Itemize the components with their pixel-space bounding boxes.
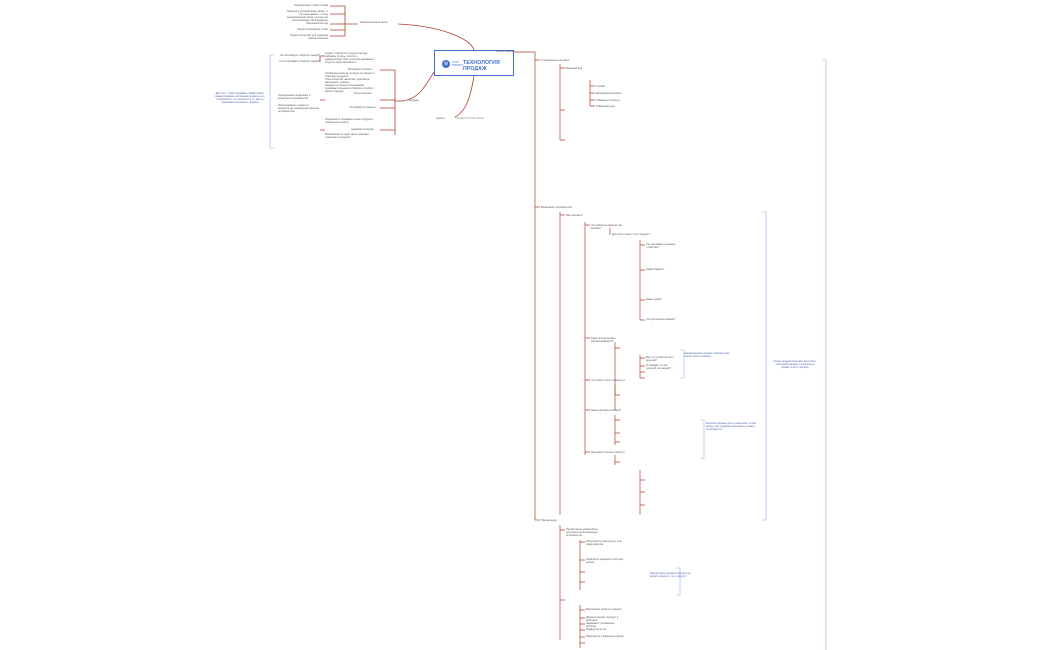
left-types-a2[interactable]: Каждый тип клиента по-разному принимает … (325, 84, 374, 94)
stage-1-item-3[interactable]: Уважение к клиенту (596, 99, 620, 102)
stage-2-item-8[interactable]: Какие альтернативы рассматриваются? (591, 337, 616, 344)
left-price-title[interactable]: Ценовая политика (351, 128, 374, 131)
stage-2-item-9[interactable]: Был ли у клиента опыт покупки? (646, 356, 674, 363)
stage-2-item-4[interactable]: Кто принимает решение о покупке? (646, 243, 676, 250)
left-needs-a1[interactable]: Определение первичных и вторичных потреб… (278, 94, 311, 101)
stage-3-item-4[interactable]: Вовлекайте клиента в диалог (586, 608, 622, 611)
stage-2-item-5[interactable]: Какой бюджет? (646, 268, 665, 271)
logo-icon: ⊕ (442, 60, 450, 68)
branch-bottom-line (454, 75, 475, 118)
left-types-title[interactable]: Типы клиентов (353, 92, 372, 95)
left-note: Для того, чтобы продавать эффективно, ва… (215, 92, 265, 105)
top-item-1[interactable]: Преодоление страха отказа (294, 4, 328, 7)
stage-2-item-3[interactable]: Для чего клиенту этот продукт? (612, 233, 651, 236)
stage-3-item-7[interactable]: Подводите итоги (586, 628, 607, 631)
branch-left[interactable]: Продажи (408, 99, 419, 102)
top-item-3[interactable]: Уверенный взгляд (306, 22, 328, 25)
left-needs-title[interactable]: Потребности клиента (349, 106, 376, 109)
stage-3-item-6[interactable]: Задавайте уточняющие вопросы (586, 622, 615, 629)
stage-3-title[interactable]: Презентация (541, 519, 557, 522)
logo-text: СИТИ ТРЕНИНГ (452, 61, 464, 67)
left-needs-a2[interactable]: Использование открытых вопросов для выяв… (278, 104, 320, 114)
left-motivation-a2[interactable]: Проблемы клиента, которые он решает с по… (325, 72, 375, 79)
branch-bottom[interactable]: Цитаты (436, 117, 445, 120)
stage-2-item-7[interactable]: Что для клиента важно? (646, 318, 676, 321)
stage-1-item-2[interactable]: Доброжелательность (596, 92, 622, 95)
central-topic[interactable]: ⊕ СИТИ ТРЕНИНГ ТЕХНОЛОГИЯ ПРОДАЖ (434, 50, 514, 76)
stage-2-item-12[interactable]: Какие критерии выбора? (591, 409, 621, 412)
stage-3-item-2[interactable]: Используйте язык выгод, а не характерист… (586, 540, 622, 547)
central-title: ТЕХНОЛОГИЯ ПРОДАЖ (463, 60, 500, 72)
right-side-note: Этапы продаж помогают выстроить логичный… (773, 360, 817, 370)
stage-3-item-3[interactable]: Приводите примеры и истории успеха (586, 558, 624, 565)
stage-1-item-1[interactable]: Улыбка (596, 85, 605, 88)
stage-1-item-5[interactable]: Внешний вид (566, 67, 583, 70)
stage-2-title[interactable]: Выявление потребностей (541, 206, 572, 209)
left-motivation-a1[interactable]: Клиент стремится получить выгоду, избежа… (325, 52, 375, 65)
stage-2-item-11[interactable]: Что клиент хочет изменить? (591, 379, 625, 382)
stage-3-item-1[interactable]: Презентация должна быть построена на выя… (566, 528, 599, 538)
stage-3-note: Презентация должна отвечать на вопрос кл… (650, 572, 691, 579)
branch-right[interactable]: Этапы продаж (496, 50, 514, 53)
branch-top[interactable]: Эмоциональные связи (360, 21, 388, 24)
left-motivation-q2[interactable]: Что отталкивает покупать людей? (279, 60, 320, 63)
stage-2-item-13[interactable]: Как можно помочь клиенту? (591, 451, 625, 454)
stage-3-item-8[interactable]: Переходите к закрытию сделки (586, 635, 624, 638)
stage-3-item-5[interactable]: Демонстрируйте продукт в действии (586, 616, 619, 623)
left-types-a1[interactable]: Типы клиентов: аналитик, прагматик, эмоц… (325, 78, 370, 85)
stage-2-item-2[interactable]: Что является важным при выборе? (591, 224, 623, 231)
branch-left-line (402, 71, 435, 102)
top-item-5[interactable]: Подача ботаники для проверки знания клие… (290, 34, 328, 41)
left-motivation-q1[interactable]: Что мотивирует покупать людей? (279, 54, 320, 57)
stage-1-title[interactable]: Установление контакта (541, 59, 569, 62)
left-price-a1[interactable]: Уверенность продавца в цене продукта пер… (325, 118, 373, 125)
stage-2-note-1: Каждый вопрос должен помогать вам лучше … (684, 352, 730, 359)
top-item-4[interactable]: Легкое позитивное слово (297, 28, 328, 31)
left-motivation-title[interactable]: Мотивация клиента (348, 68, 372, 71)
branch-top-line (397, 23, 475, 51)
top-item-2[interactable]: Переход к установлению связи, и, что оче… (286, 10, 328, 23)
stage-2-item-1[interactable]: Как покупать? (566, 214, 583, 217)
stage-2-item-6[interactable]: Какие сроки? (646, 298, 662, 301)
stage-1-item-4[interactable]: Грамотная речь (596, 105, 616, 108)
stage-2-item-10[interactable]: Устраивает ли его текущий поставщик? (646, 364, 672, 371)
stage-2-note-2: Вопросы должны быть открытыми, чтобы кли… (706, 422, 757, 432)
left-price-a2[interactable]: Возражения по цене часто означают сомнен… (325, 133, 370, 140)
branch-bottom-tag: ПОДДЕРЖАНИЕ МЕНЯ (455, 117, 484, 120)
